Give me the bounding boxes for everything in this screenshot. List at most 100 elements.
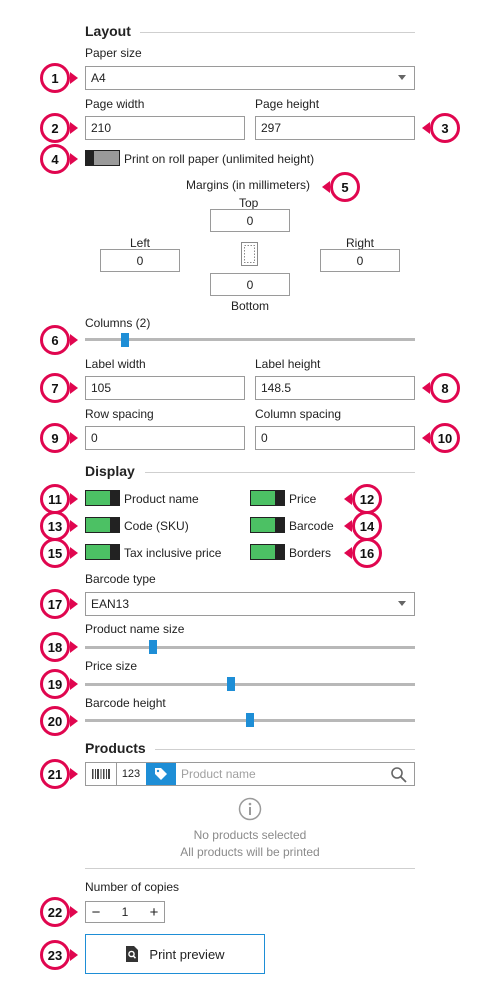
callout-pointer [70, 715, 78, 727]
price-toggle-label: Price [289, 492, 317, 506]
toggle-knob [110, 544, 119, 560]
paper-size-select[interactable]: A4 [85, 66, 415, 90]
callout-16: 16 [352, 538, 382, 568]
page-height-value: 297 [261, 121, 282, 135]
page-preview-icon [241, 242, 258, 266]
callout-pointer [422, 432, 430, 444]
callout-5: 5 [330, 172, 360, 202]
tax-inclusive-toggle[interactable] [85, 544, 120, 560]
columns-slider-track[interactable] [85, 338, 415, 341]
callout-pointer [344, 520, 352, 532]
callout-13: 13 [40, 511, 70, 541]
callout-pointer [422, 382, 430, 394]
callout-pointer [70, 547, 78, 559]
toggle-knob [85, 150, 94, 166]
callout-14: 14 [352, 511, 382, 541]
callout-15: 15 [40, 538, 70, 568]
price-size-label: Price size [85, 659, 138, 673]
print-preview-label: Print preview [149, 946, 225, 962]
toggle-knob [275, 544, 284, 560]
page-width-value: 210 [91, 121, 112, 135]
callout-pointer [70, 382, 78, 394]
column-spacing-label: Column spacing [255, 407, 342, 421]
margin-bottom-value: 0 [246, 277, 254, 292]
label-width-input[interactable]: 105 [85, 376, 245, 400]
columns-label: Columns (2) [85, 316, 151, 330]
margin-right-input[interactable]: 0 [320, 249, 400, 272]
product-name-size-slider-thumb[interactable] [149, 640, 157, 654]
label-height-value: 148.5 [261, 381, 292, 395]
callout-pointer [70, 949, 78, 961]
margin-bottom-label: Bottom [231, 299, 270, 313]
copies-value[interactable]: 1 [121, 905, 129, 919]
borders-toggle[interactable] [250, 544, 285, 560]
callout-23: 23 [40, 940, 70, 970]
callout-pointer [70, 641, 78, 653]
barcode-height-label: Barcode height [85, 696, 166, 710]
print-preview-button[interactable]: Print preview [85, 934, 265, 974]
barcode-type-label: Barcode type [85, 572, 156, 586]
callout-12: 12 [352, 484, 382, 514]
row-spacing-value: 0 [91, 431, 98, 445]
callout-11: 11 [40, 484, 70, 514]
callout-pointer [422, 122, 430, 134]
callout-pointer [344, 493, 352, 505]
decrement-button[interactable]: − [91, 903, 101, 921]
products-section-title: Products [85, 740, 146, 756]
display-section-title: Display [85, 463, 135, 479]
increment-button[interactable]: + [149, 903, 159, 921]
callout-pointer [344, 547, 352, 559]
roll-paper-toggle[interactable] [85, 150, 120, 166]
tag-icon [155, 768, 167, 780]
callout-6: 6 [40, 325, 70, 355]
price-size-slider-thumb[interactable] [227, 677, 235, 691]
callout-pointer [70, 493, 78, 505]
margin-top-input[interactable]: 0 [210, 209, 290, 232]
barcode-icon [92, 769, 110, 779]
barcode-toggle[interactable] [250, 517, 285, 533]
number-tab[interactable]: 123 [116, 763, 147, 785]
product-name-size-slider-track[interactable] [85, 646, 415, 649]
number-tab-label: 123 [121, 768, 141, 780]
barcode-type-value: EAN13 [91, 597, 130, 611]
price-size-slider-track[interactable] [85, 683, 415, 686]
barcode-height-slider-thumb[interactable] [246, 713, 254, 727]
code-sku-toggle[interactable] [85, 517, 120, 533]
search-icon[interactable] [390, 766, 408, 784]
margin-right-label: Right [346, 236, 375, 250]
barcode-type-select[interactable]: EAN13 [85, 592, 415, 616]
label-height-input[interactable]: 148.5 [255, 376, 415, 400]
callout-22: 22 [40, 897, 70, 927]
product-search-input[interactable]: Product name [181, 763, 381, 785]
callout-17: 17 [40, 589, 70, 619]
callout-pointer [70, 432, 78, 444]
barcode-tab[interactable] [86, 763, 117, 785]
info-icon [238, 797, 262, 821]
margin-top-value: 0 [246, 213, 254, 228]
margin-bottom-input[interactable]: 0 [210, 273, 290, 296]
callout-pointer [70, 906, 78, 918]
product-name-toggle[interactable] [85, 490, 120, 506]
callout-pointer [70, 72, 78, 84]
empty-state-line1: No products selected [193, 828, 307, 842]
callout-19: 19 [40, 669, 70, 699]
price-toggle[interactable] [250, 490, 285, 506]
page-height-input[interactable]: 297 [255, 116, 415, 140]
row-spacing-input[interactable]: 0 [85, 426, 245, 450]
margin-left-input[interactable]: 0 [100, 249, 180, 272]
toggle-knob [275, 490, 284, 506]
callout-2: 2 [40, 113, 70, 143]
page-width-label: Page width [85, 97, 145, 111]
callout-10: 10 [430, 423, 460, 453]
copies-label: Number of copies [85, 880, 180, 894]
product-search-bar: 123 Product name [85, 762, 415, 786]
columns-slider-thumb[interactable] [121, 333, 129, 347]
chevron-down-icon [398, 601, 406, 606]
page-width-input[interactable]: 210 [85, 116, 245, 140]
toggle-knob [110, 490, 119, 506]
column-spacing-input[interactable]: 0 [255, 426, 415, 450]
tag-tab[interactable] [146, 763, 176, 785]
layout-section-title: Layout [85, 23, 131, 39]
callout-9: 9 [40, 423, 70, 453]
copies-stepper: − 1 + [85, 901, 165, 923]
